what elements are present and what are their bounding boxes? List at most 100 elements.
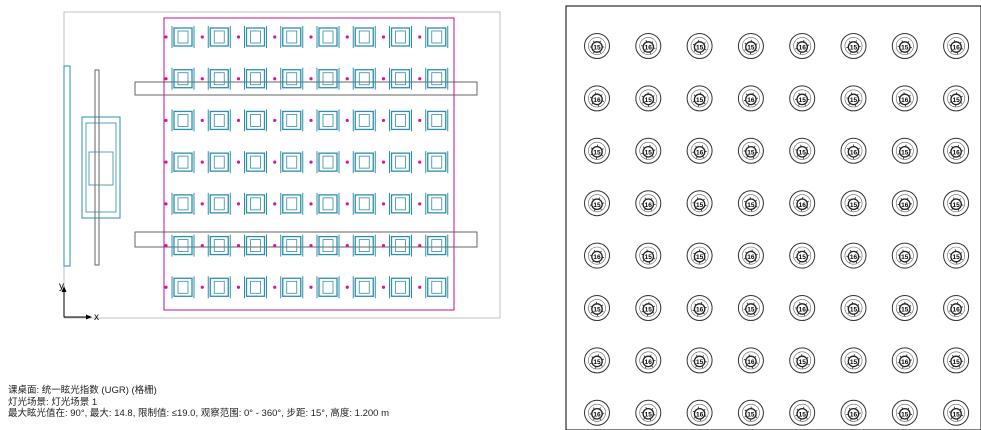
ugr-outer-ring [737,399,764,426]
calc-point [200,77,204,81]
ugr-inner-ring [847,198,860,211]
ugr-mid-ring [895,299,914,317]
ugr-value: 15 [799,97,807,104]
ugr-mid-ring [947,246,966,265]
ugr-rose-spike [703,102,706,105]
ugr-rose-spike [641,101,645,104]
calc-point [236,118,241,123]
ugr-rose-spike [694,207,697,210]
ugr-rose-spike [796,408,799,411]
ugr-rose-spike [643,355,646,358]
desk-seat [213,30,225,44]
ugr-rose-spike [846,363,849,365]
ugr-outer-ring [943,347,970,374]
ugr-rose-spike [900,197,903,201]
desk-outline [173,235,193,256]
ugr-mid-ring [639,194,658,213]
calc-point [200,35,204,39]
ugr-rose-spike [754,199,757,202]
desk-seat [250,239,261,252]
ugr-rose-spike [905,261,908,264]
ugr-mid-ring [588,246,606,265]
ugr-mid-ring [793,246,812,265]
ugr-value: 15 [799,254,807,261]
ugr-rose-spike [806,357,809,359]
ugr-rose-spike [649,418,652,421]
ugr-mid-ring [639,299,658,317]
ugr-rose-spike [744,200,747,203]
ugr-mid-ring [895,89,914,108]
ugr-rose-spike [746,302,749,305]
calc-point [200,118,204,123]
ugr-rose-spike [795,414,798,417]
calc-point [418,202,422,206]
ugr-inner-ring [745,145,757,158]
ugr-outer-ring [789,347,816,374]
ugr-rose-spike [855,250,858,253]
ugr-rose-spike [590,147,593,150]
ugr-rose-spike [805,417,808,420]
ugr-rose-spike [594,208,596,212]
desk-outline [318,277,338,297]
desk-seat [395,197,406,211]
calc-point [345,285,349,289]
ugr-value: 16 [593,411,601,418]
ugr-inner-ring [847,303,860,315]
ugr-rose-spike [949,310,952,312]
ugr-value: 16 [747,254,755,261]
ugr-value: 15 [645,307,653,314]
calc-point [164,118,168,123]
desk-outline [390,27,411,47]
ugr-inner-ring [796,93,809,106]
calc-point [381,35,386,39]
ugr-mid-ring [639,89,658,108]
ugr-rose-spike [600,364,603,367]
ugr-inner-ring [950,355,962,368]
ugr-outer-ring [943,242,970,269]
desk-outline [209,152,229,172]
ugr-rose-spike [744,206,747,209]
ugr-mid-ring [742,89,760,108]
ugr-outer-ring [943,33,970,59]
ugr-rose-spike [959,408,962,411]
ugr-rose-spike [703,252,707,255]
ugr-rose-spike [849,260,852,263]
ugr-rose-spike [804,93,807,96]
ugr-rose-spike [641,95,644,98]
ugr-rose-spike [745,251,748,254]
ugr-rose-spike [592,198,595,201]
ugr-rose-spike [849,40,851,43]
calc-point [309,118,313,123]
ugr-outer-ring [686,295,713,321]
desk-outline [282,69,302,89]
ugr-rose-spike [803,249,806,252]
desk-seat [250,114,261,127]
ugr-rose-spike [805,146,808,149]
desk-seat [213,155,225,169]
desk-outline [282,277,302,297]
ugr-rose-spike [599,51,601,54]
ugr-value: 15 [952,411,960,418]
calc-point [381,202,386,206]
ugr-inner-ring [898,355,911,368]
desk-outline [354,110,374,131]
desk-outline [282,110,302,131]
ugr-rose-spike [693,94,696,97]
ugr-rose-spike [907,364,910,368]
ugr-inner-ring [591,198,603,211]
ugr-rose-spike [748,354,750,357]
calc-point [418,160,422,164]
desk-outline [245,27,266,47]
ugr-rose-spike [805,303,808,306]
ugr-rose-spike [907,40,910,44]
ugr-rose-spike [650,208,653,211]
ugr-value: 15 [696,97,704,104]
ugr-mid-ring [690,141,709,160]
ugr-mid-ring [947,194,966,213]
ugr-rose-spike [848,102,851,106]
ugr-rose-spike [899,146,902,149]
ugr-rose-spike [854,104,857,107]
desk-outline [209,27,229,47]
ugr-rose-spike [651,251,654,254]
ugr-rose-spike [703,258,707,261]
